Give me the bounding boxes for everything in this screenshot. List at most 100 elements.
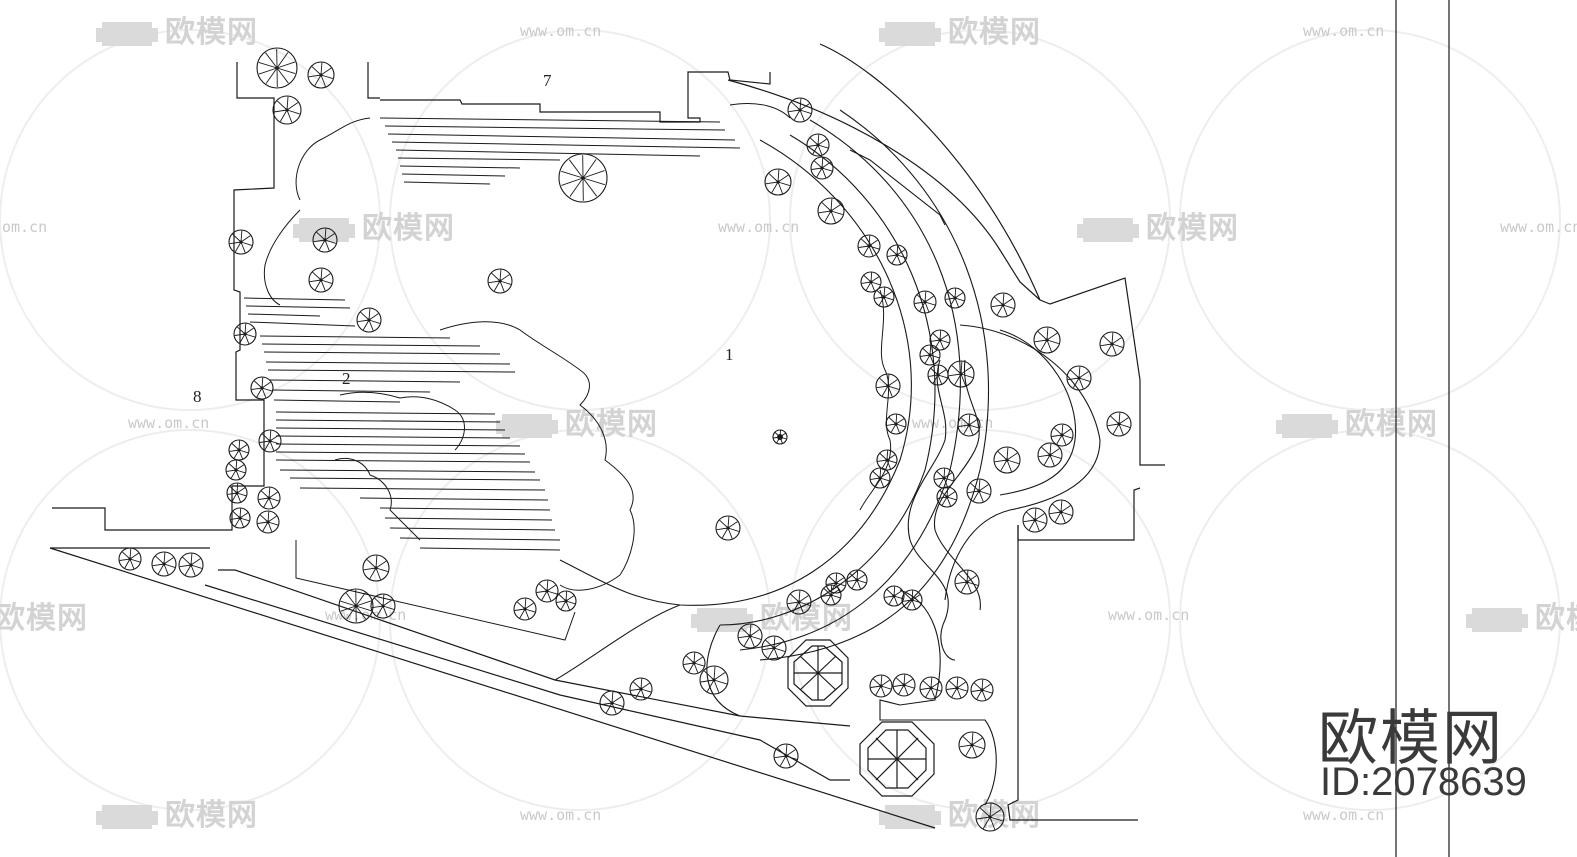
tree-symbol	[970, 678, 994, 702]
tree-symbol	[927, 364, 949, 386]
tree-symbol	[256, 510, 280, 534]
tree-symbol	[715, 515, 741, 541]
tree-symbol	[1022, 507, 1048, 533]
watermark-brand: 欧模网	[1535, 601, 1577, 636]
tree-symbol	[883, 585, 905, 607]
watermark-brand: 欧模网	[165, 15, 258, 50]
pavilion	[787, 639, 849, 707]
tree-symbol	[362, 554, 390, 582]
area-label-7: 7	[543, 71, 552, 90]
tree-symbol	[761, 635, 787, 661]
tree-symbol	[913, 290, 937, 314]
tree-symbol	[820, 584, 842, 606]
tree-symbol	[944, 287, 966, 309]
tree-symbol	[228, 439, 250, 461]
tree-symbol	[737, 623, 763, 649]
watermark-sofa-icons	[96, 22, 1528, 829]
tree-symbol	[1099, 331, 1125, 357]
tree-symbol	[860, 271, 882, 293]
tree-symbol	[901, 589, 923, 611]
watermark-url: www.om.cn	[520, 22, 601, 40]
tree-symbol	[225, 459, 247, 481]
tree-symbol	[945, 676, 969, 700]
tree-symbol	[954, 569, 980, 595]
tree-symbol	[308, 267, 334, 293]
site-boundary	[49, 43, 1165, 829]
circular-path-system	[554, 109, 1101, 806]
watermark-brand: 欧模网	[948, 15, 1041, 50]
tree-symbol	[356, 307, 382, 333]
tree-symbol	[846, 569, 868, 591]
watermark-brand: 欧模网	[760, 601, 853, 636]
watermark-url: www.om.cn	[718, 218, 799, 236]
tree-symbol	[810, 156, 834, 180]
tree-symbol	[250, 376, 274, 400]
tree-symbol	[256, 47, 298, 89]
tree-symbol	[875, 373, 901, 399]
watermark-url: www.om.cn	[1500, 218, 1577, 236]
watermark-url: www.om.cn	[128, 414, 209, 432]
tree-symbol	[118, 547, 142, 571]
shrub-bed-hatching	[243, 117, 741, 551]
tree-symbol	[233, 322, 257, 346]
watermark-url: www.om.cn	[1108, 606, 1189, 624]
tree-symbol	[629, 677, 653, 701]
watermark-brand: 欧模网	[1146, 211, 1239, 246]
tree-symbol	[370, 593, 396, 619]
tree-symbol	[869, 674, 893, 698]
tree-symbol	[786, 589, 812, 615]
tree-symbol	[1066, 365, 1092, 391]
tree-symbol	[806, 133, 830, 157]
model-id-text: ID:2078639	[1320, 760, 1527, 804]
tree-symbol	[487, 268, 513, 294]
watermark-url: www.om.cn	[1303, 806, 1384, 824]
tree-symbol	[1050, 423, 1074, 447]
tree-symbol	[958, 731, 986, 759]
tree-symbol	[178, 552, 204, 578]
tree-symbol	[857, 234, 881, 258]
tree-symbol	[936, 486, 958, 508]
tree-symbol	[993, 446, 1021, 474]
tree-symbol	[957, 413, 981, 437]
tree-symbol	[307, 61, 335, 89]
tree-symbol	[599, 690, 625, 716]
tree-symbol	[966, 478, 992, 504]
tree-symbol	[682, 651, 706, 675]
tree-symbol	[929, 329, 951, 351]
watermark-url: www.om.cn	[1303, 22, 1384, 40]
tree-symbol	[772, 429, 788, 445]
watermark-brand: 欧模网	[362, 211, 455, 246]
tree-symbol	[886, 244, 908, 266]
watermark-brand: 欧模网	[565, 407, 658, 442]
tree-symbol	[555, 590, 577, 612]
watermark-brand: 欧模网	[1345, 407, 1438, 442]
tree-symbol	[787, 97, 813, 123]
tree-symbols	[118, 47, 1132, 832]
tree-symbol	[869, 467, 891, 489]
tree-symbol	[338, 588, 374, 624]
tree-symbol	[933, 467, 955, 489]
tree-symbol	[272, 95, 302, 125]
tree-symbol	[876, 449, 898, 471]
watermark-url: www.om.cn	[520, 806, 601, 824]
title-block-frame	[1395, 0, 1450, 857]
tree-symbol	[513, 597, 537, 621]
tree-symbol	[919, 344, 941, 366]
tree-symbol	[947, 360, 975, 388]
tree-symbol	[892, 673, 916, 697]
tree-symbol	[885, 413, 907, 435]
tree-symbol	[151, 551, 177, 577]
tree-symbol	[699, 665, 729, 695]
tree-symbol	[1037, 442, 1063, 468]
tree-symbol	[228, 229, 254, 255]
tree-symbol	[226, 482, 248, 504]
area-label-2: 2	[342, 369, 351, 388]
tree-symbol	[773, 743, 799, 769]
tree-symbol	[764, 168, 792, 196]
tree-symbol	[229, 507, 251, 529]
tree-symbol	[919, 676, 943, 700]
area-label-1: 1	[725, 345, 734, 364]
watermark-brand: 欧模网	[165, 798, 258, 833]
shrub-bed-outline	[263, 102, 892, 641]
watermark-brand: 欧模网	[0, 601, 88, 636]
